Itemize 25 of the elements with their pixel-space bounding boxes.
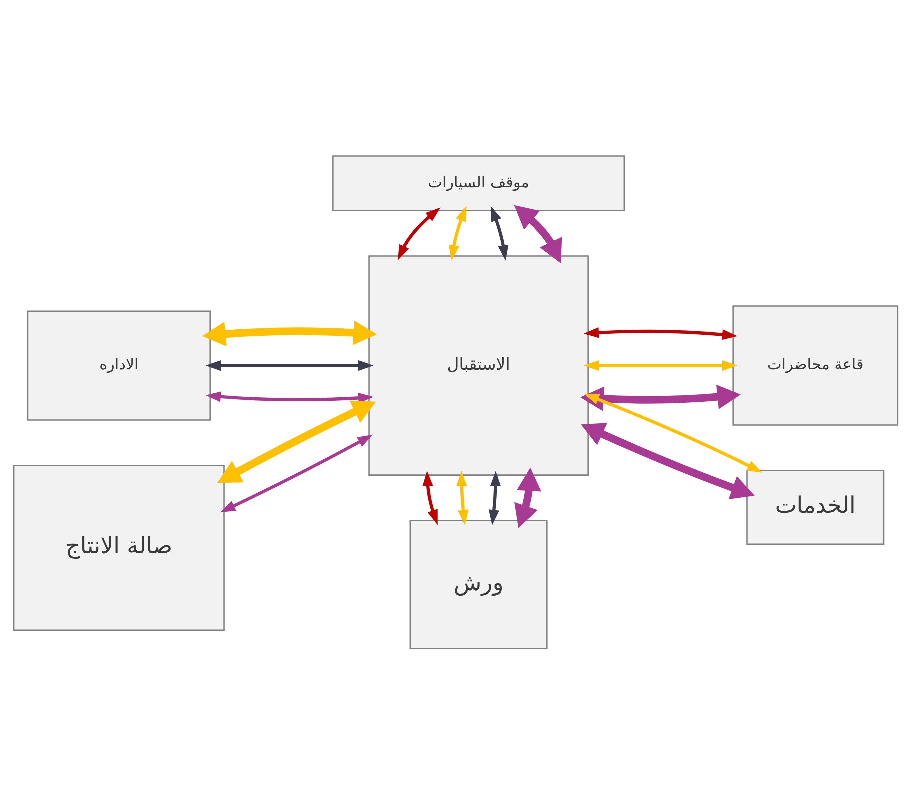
- node-box: الخدمات: [746, 470, 884, 545]
- node-box: الاستقبال: [368, 256, 588, 476]
- arrow: [422, 471, 438, 526]
- arrow: [514, 468, 541, 528]
- arrow: [398, 208, 440, 260]
- arrow: [202, 320, 377, 346]
- node-box: موقف السيارات: [332, 156, 625, 212]
- node-box: صالة الانتاج: [12, 465, 224, 632]
- arrow: [456, 471, 468, 526]
- arrow: [514, 205, 562, 264]
- arrow: [583, 328, 738, 340]
- arrow: [220, 434, 373, 513]
- arrow: [583, 360, 738, 372]
- node-box: الاداره: [26, 310, 210, 421]
- node-box: قاعة محاضرات: [732, 306, 898, 426]
- arrow: [490, 206, 508, 261]
- node-box: ورش: [409, 520, 548, 650]
- arrow: [205, 392, 374, 404]
- arrow: [205, 360, 374, 372]
- arrow: [488, 471, 501, 526]
- arrow: [584, 394, 762, 473]
- arrow: [217, 400, 376, 484]
- arrow: [580, 423, 754, 500]
- arrow: [580, 384, 740, 412]
- arrow: [448, 206, 466, 261]
